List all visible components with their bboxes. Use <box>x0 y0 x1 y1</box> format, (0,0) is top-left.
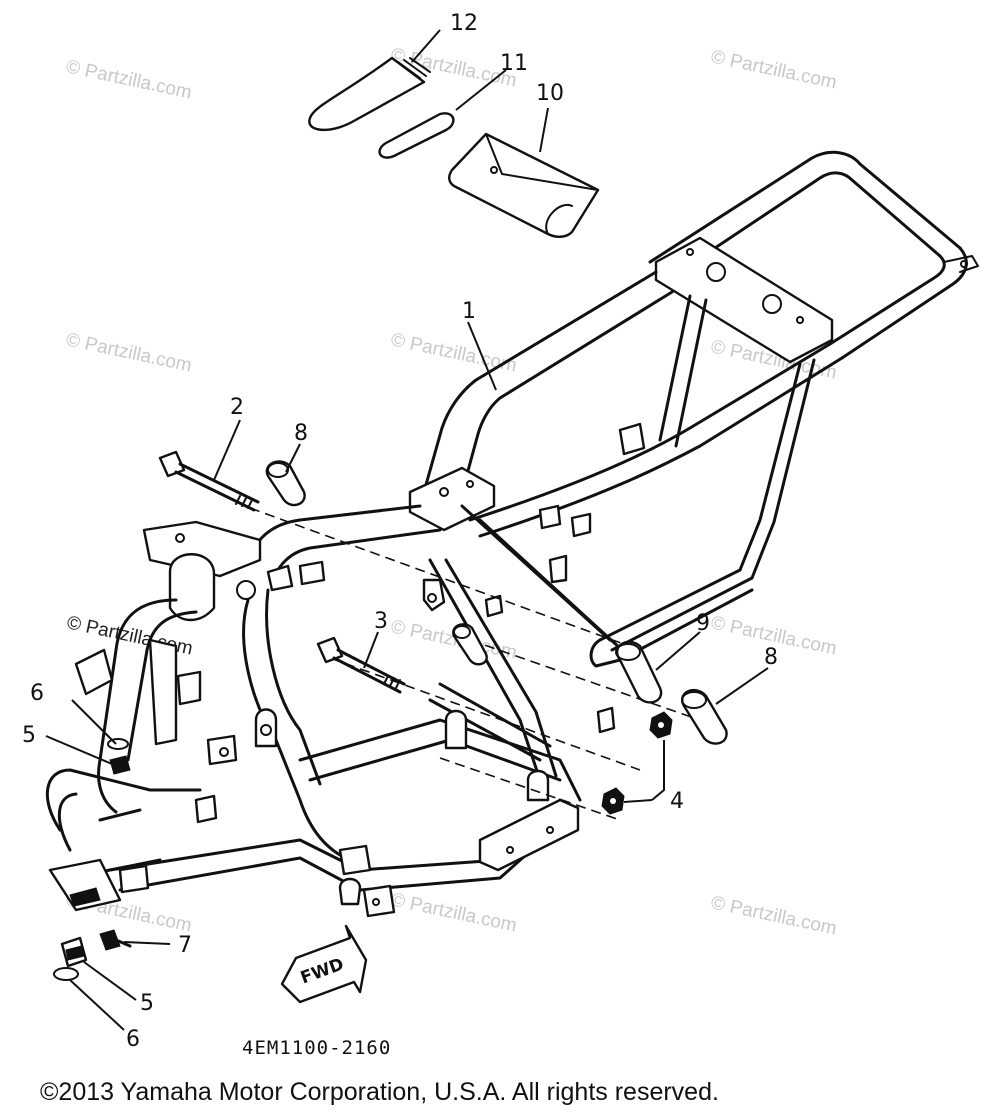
washer-part-6-lower <box>53 967 79 981</box>
collar-part-8-lower <box>681 689 728 745</box>
copyright-notice: ©2013 Yamaha Motor Corporation, U.S.A. A… <box>40 1078 719 1106</box>
watermark: © Partzilla.com <box>389 329 519 376</box>
callout-5-lower: 5 <box>140 991 154 1016</box>
callout-6-lower: 6 <box>126 1027 140 1052</box>
collar-part-8 <box>265 460 306 507</box>
frame-part-1 <box>45 150 979 918</box>
watermark: © Partzilla.com <box>64 329 194 376</box>
callout-10: 10 <box>536 81 564 106</box>
assembly-lines <box>249 507 701 821</box>
washer-part-6-upper <box>107 738 129 750</box>
callouts: 12 11 10 1 2 8 3 9 8 4 6 5 7 5 6 <box>22 11 778 1052</box>
forward-arrow-icon: FWD <box>280 924 368 1004</box>
callout-6-upper: 6 <box>30 681 44 706</box>
callout-9: 9 <box>696 611 710 636</box>
bolt-part-2 <box>158 450 260 512</box>
callout-7: 7 <box>178 933 192 958</box>
callout-5-upper: 5 <box>22 723 36 748</box>
callout-11: 11 <box>500 51 528 76</box>
diagram-code: 4EM1100-2160 <box>242 1037 391 1059</box>
watermark: © Partzilla.com <box>389 616 519 663</box>
watermark: © Partzilla.com <box>709 46 839 93</box>
band-part-11 <box>378 112 455 159</box>
callout-3: 3 <box>374 609 388 634</box>
callout-12: 12 <box>450 11 478 36</box>
callout-8-upper: 8 <box>294 421 308 446</box>
strap-part-12 <box>308 56 431 132</box>
nut-part-4-upper <box>649 711 673 739</box>
callout-8-lower: 8 <box>764 645 778 670</box>
collar-part-9 <box>615 640 663 704</box>
watermark: © Partzilla.com <box>64 56 194 103</box>
grommet-part-5-upper <box>109 755 131 775</box>
bushing <box>452 623 488 666</box>
tool-bag-part-10 <box>448 132 600 238</box>
watermark: © Partzilla.com <box>709 892 839 939</box>
watermark: © Partzilla.com <box>389 889 519 936</box>
grommet-part-5-lower <box>60 936 88 968</box>
callout-2: 2 <box>230 395 244 420</box>
bolt-part-7 <box>99 929 132 951</box>
callout-1: 1 <box>462 299 476 324</box>
nut-part-4-lower <box>601 787 625 815</box>
bolt-part-3 <box>316 636 406 694</box>
callout-4: 4 <box>670 789 684 814</box>
leader-lines <box>45 29 769 1031</box>
